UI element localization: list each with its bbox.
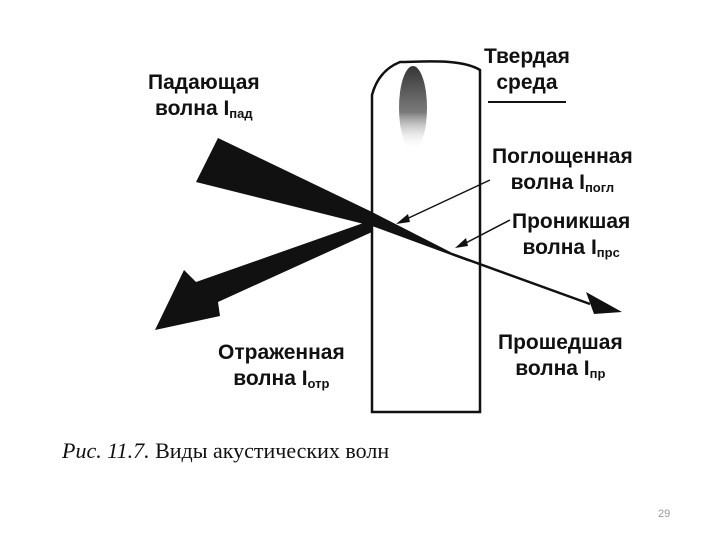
reflected-wave-arrow xyxy=(155,220,372,330)
transmitted-arrowhead xyxy=(586,292,622,314)
figure-title: Виды акустических волн xyxy=(149,438,390,463)
incident-wave-label: Падающая волна Iпад xyxy=(148,71,260,121)
penetrated-wave-label: Проникшая волна Iпрс xyxy=(512,210,631,260)
slab-shading xyxy=(399,66,427,150)
penetrated-pointer-line xyxy=(459,219,511,247)
figure-caption: Рис. 11.7. Виды акустических волн xyxy=(62,438,389,464)
absorbed-pointer-arrowhead xyxy=(396,214,410,224)
page-number: 29 xyxy=(658,508,671,520)
penetrated-wave-wedge xyxy=(372,212,470,262)
reflected-wave-label: Отраженная волна Iотр xyxy=(218,341,345,391)
penetrated-pointer-arrowhead xyxy=(455,238,468,248)
transmitted-wave-line xyxy=(451,252,591,306)
transmitted-wave-label: Прошедшая волна Iпр xyxy=(498,331,623,381)
incident-wave-arrow xyxy=(196,138,372,226)
absorbed-pointer-line xyxy=(399,179,491,223)
figure-number: Рис. 11.7. xyxy=(62,438,150,463)
absorbed-wave-label: Поглощенная волна Iпогл xyxy=(492,145,633,195)
solid-medium-label: Твердая среда xyxy=(484,45,570,94)
solid-medium-slab xyxy=(370,60,482,414)
